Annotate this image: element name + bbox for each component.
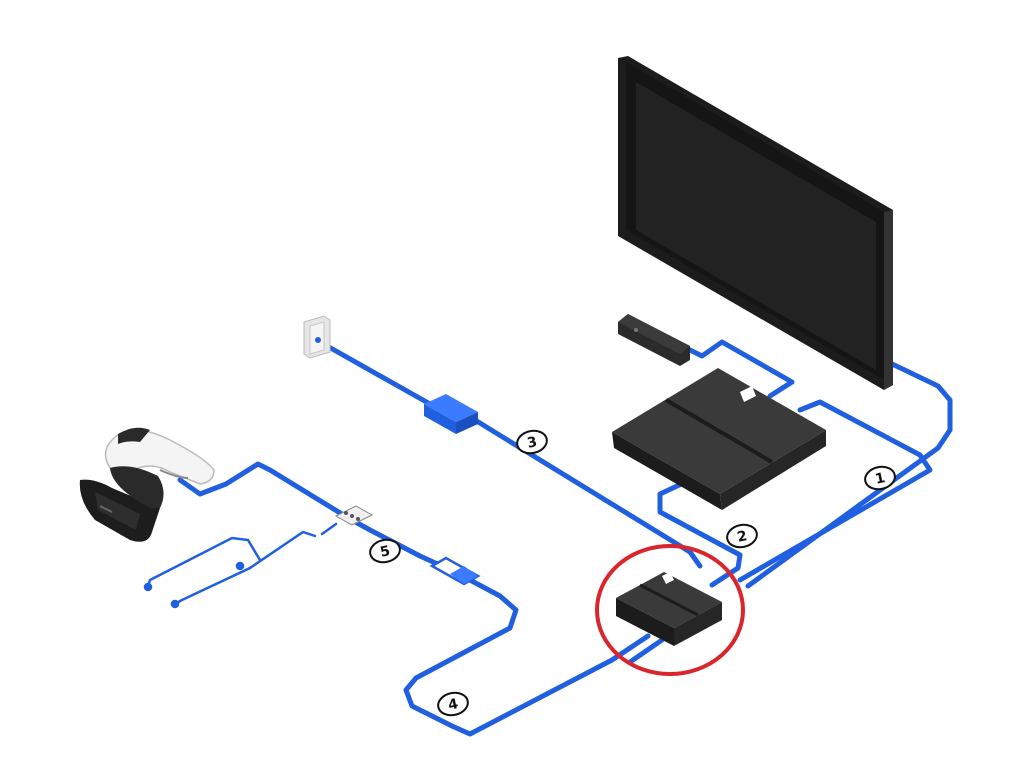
number-label-4: 4 xyxy=(447,696,460,714)
number-marker-5: 5 xyxy=(369,538,401,564)
number-label-3: 3 xyxy=(526,434,539,452)
number-label-1: 1 xyxy=(874,470,887,488)
playstation-camera-icon xyxy=(618,314,690,366)
number-marker-3: 3 xyxy=(516,429,548,455)
tv-icon xyxy=(618,56,893,390)
wall-outlet-icon xyxy=(303,315,331,359)
processor-unit-icon xyxy=(616,572,722,646)
cables xyxy=(177,339,953,737)
cable-usb-1 xyxy=(737,399,933,583)
number-label-2: 2 xyxy=(736,528,749,546)
number-marker-4: 4 xyxy=(437,691,469,717)
cable-hdmi-2 xyxy=(657,477,743,588)
cable-5 xyxy=(177,461,458,575)
cable-camera xyxy=(677,339,795,399)
earbuds-icon xyxy=(143,522,338,609)
ac-adapter-icon xyxy=(424,394,478,434)
cable-tv xyxy=(745,359,953,589)
cable-4 xyxy=(403,577,651,737)
connection-box-icon xyxy=(429,556,481,586)
number-label-5: 5 xyxy=(379,543,392,561)
highlight-circle xyxy=(595,544,745,676)
number-marker-1: 1 xyxy=(864,465,896,491)
ps4-console-icon xyxy=(612,368,826,510)
cable-processor-front xyxy=(627,637,665,665)
inline-remote-icon xyxy=(334,505,374,526)
vr-headset-icon xyxy=(79,427,215,542)
number-marker-2: 2 xyxy=(726,523,758,549)
cable-power xyxy=(317,339,703,569)
